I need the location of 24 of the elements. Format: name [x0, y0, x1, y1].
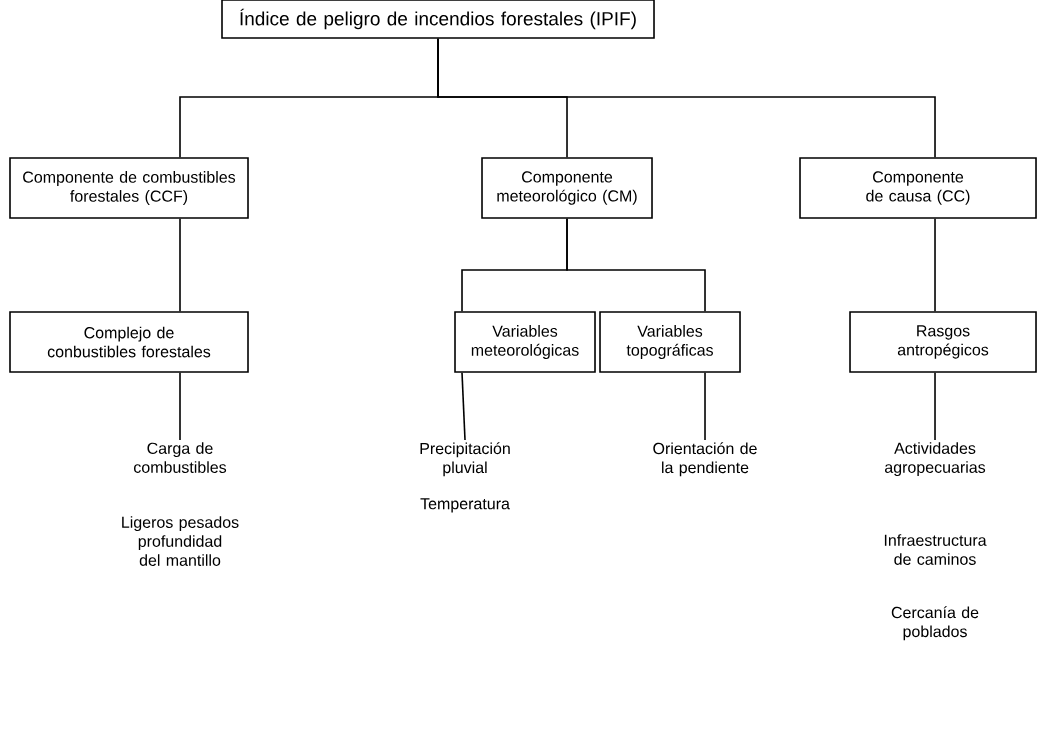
category-box: Componente meteorológico (CM)	[481, 157, 653, 219]
connector-line	[461, 372, 466, 441]
list-text: Infraestructura de caminos	[884, 534, 987, 565]
category-box: Componente de combustibles forestales (CCF)	[9, 157, 249, 219]
category-box: Complejo de conbustibles forestales	[9, 311, 249, 373]
connector-line	[934, 218, 936, 312]
title-box: Índice de peligro de incendios forestales (IPIF)	[221, 0, 655, 39]
connector-line	[934, 372, 936, 441]
list-text: Cercanía de poblados	[891, 606, 979, 641]
list-text: Ligeros pesados profundidad del mantillo	[122, 516, 239, 566]
connector-line	[704, 372, 706, 441]
connector-line	[179, 372, 181, 441]
list-text: Temperatura	[420, 498, 510, 513]
connector-line	[179, 218, 181, 312]
leaf-text: Orientación de la pendiente	[653, 442, 757, 477]
leaf-text: Actividades agropecuarias	[885, 442, 986, 477]
connector-line	[566, 218, 706, 312]
leaf-text: Precipitación pluvial	[420, 442, 510, 477]
connector-line	[437, 38, 936, 158]
category-box: Componente de causa (CC)	[799, 157, 1037, 219]
category-box: Variables topográficas	[599, 311, 741, 373]
category-box: Rasgos antropégicos	[849, 311, 1037, 373]
leaf-text: Carga de combustibles	[134, 442, 227, 473]
category-box: Variables meteorológicas	[454, 311, 596, 373]
